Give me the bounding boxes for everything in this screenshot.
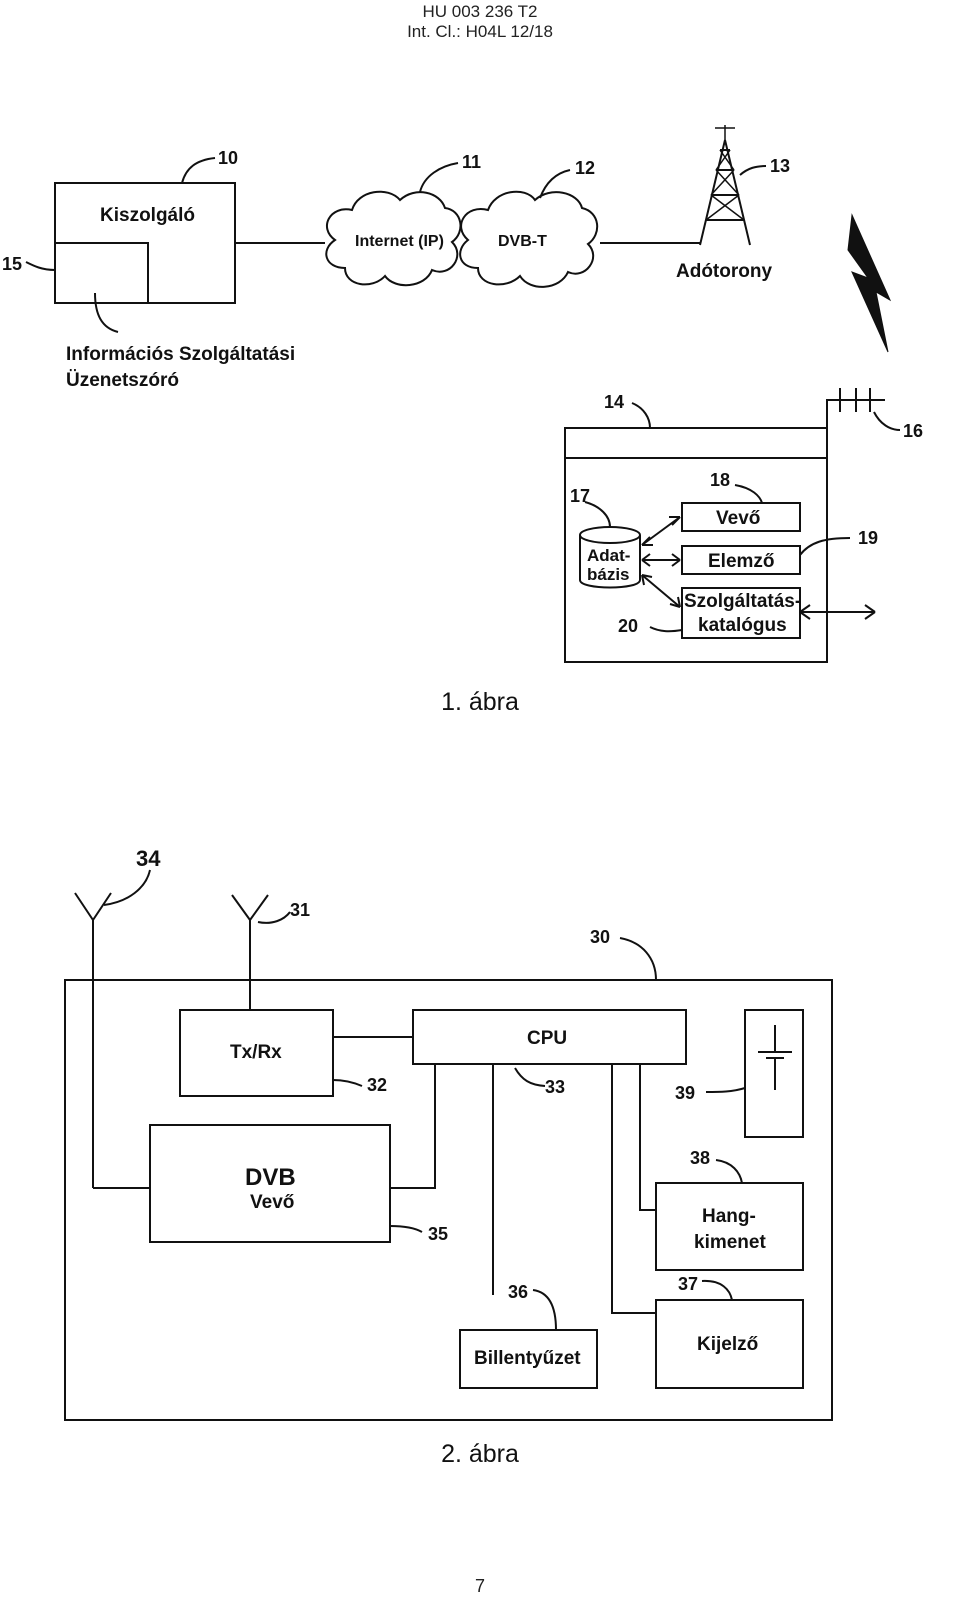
- broadcaster-leader: [94, 292, 119, 333]
- ref-18: 18: [710, 470, 730, 490]
- ref-10: 10: [218, 148, 238, 168]
- receiver-box: [681, 502, 801, 532]
- db-label-1: Adat-: [587, 546, 630, 565]
- ref-39: 39: [675, 1083, 695, 1103]
- battery-icon: [758, 1025, 792, 1090]
- link-dvb-cpu: [390, 1064, 436, 1189]
- server-label: Kiszolgáló: [100, 205, 195, 226]
- ref-17-leader: [584, 501, 611, 528]
- link-cpu-display: [611, 1064, 656, 1314]
- ref-33-leader: [514, 1067, 546, 1087]
- catalog-external-arrow: [799, 604, 876, 620]
- audio-output-box: [655, 1182, 804, 1271]
- ref-35: 35: [428, 1224, 448, 1244]
- ref-19: 19: [858, 528, 878, 548]
- catalog-label-2: katalógus: [698, 615, 787, 636]
- ref-38-leader: [715, 1159, 743, 1184]
- ref-36-leader: [532, 1289, 557, 1331]
- fig2-caption: 2. ábra: [441, 1440, 519, 1468]
- dvb-label-2: Vevő: [250, 1192, 294, 1213]
- txrx-label: Tx/Rx: [230, 1042, 282, 1063]
- dvbt-cloud: [459, 190, 598, 288]
- ref-11-leader: [419, 162, 459, 193]
- ref-37: 37: [678, 1274, 698, 1294]
- display-box: [655, 1299, 804, 1389]
- fig1-caption: 1. ábra: [441, 688, 519, 716]
- ref-16: 16: [903, 421, 923, 441]
- ref-10-leader: [181, 157, 216, 184]
- ref-30: 30: [590, 927, 610, 947]
- tower-icon: [699, 125, 751, 246]
- ref-15: 15: [2, 254, 22, 274]
- ref-13-leader: [739, 165, 767, 176]
- tower-label: Adótorony: [676, 261, 772, 282]
- broadcaster-label-2: Üzenetszóró: [66, 370, 179, 391]
- catalog-label-1: Szolgáltatás-: [684, 591, 801, 612]
- parser-label: Elemző: [708, 551, 775, 572]
- ref-38: 38: [690, 1148, 710, 1168]
- display-label: Kijelző: [697, 1334, 758, 1355]
- header-doc-id: HU 003 236 T2: [422, 2, 538, 21]
- broadcaster-label-1: Információs Szolgáltatási: [66, 344, 295, 365]
- db-arrows: [641, 516, 681, 608]
- internet-cloud: [325, 190, 462, 287]
- ref-32-leader: [332, 1079, 363, 1087]
- internet-label: Internet (IP): [355, 233, 444, 250]
- antenna-34-icon: [74, 892, 112, 1188]
- audio-label-1: Hang-: [702, 1206, 756, 1227]
- cpu-label: CPU: [527, 1028, 567, 1049]
- dvbt-label: DVB-T: [498, 233, 547, 250]
- antenna-icon: [826, 388, 885, 428]
- ref-35-leader: [389, 1225, 423, 1233]
- ref-37-leader: [701, 1279, 733, 1301]
- txrx-box: [179, 1009, 334, 1097]
- ref-16-leader: [873, 411, 901, 431]
- ref-17: 17: [570, 486, 590, 506]
- antenna-31-icon: [231, 894, 269, 1010]
- keyboard-label: Billentyűzet: [474, 1348, 581, 1369]
- link-cpu-audio: [639, 1064, 656, 1211]
- ref-32: 32: [367, 1075, 387, 1095]
- audio-label-2: kimenet: [694, 1232, 766, 1253]
- ref-12-leader: [539, 169, 571, 199]
- ref-34-leader: [103, 869, 151, 906]
- cpu-box: [412, 1009, 687, 1065]
- ref-18-leader: [734, 484, 763, 504]
- header-int-cl: Int. Cl.: H04L 12/18: [407, 22, 553, 41]
- ref-14: 14: [604, 392, 624, 412]
- ref-36: 36: [508, 1282, 528, 1302]
- keyboard-box: [459, 1329, 598, 1389]
- ref-34: 34: [136, 846, 161, 871]
- parser-box: [681, 545, 801, 575]
- dvb-receiver-box: [149, 1124, 391, 1243]
- page-number: 7: [474, 1576, 485, 1596]
- receiver-label: Vevő: [716, 508, 760, 529]
- ref-13: 13: [770, 156, 790, 176]
- ref-19-leader: [799, 537, 851, 556]
- ref-11: 11: [462, 152, 481, 172]
- ref-15-leader: [25, 261, 56, 271]
- ref-20: 20: [618, 616, 638, 636]
- ref-31-leader: [257, 911, 291, 924]
- ref-30-leader: [619, 937, 657, 981]
- ref-14-leader: [631, 402, 651, 429]
- broadcaster-box: [55, 242, 149, 303]
- ref-31: 31: [290, 900, 310, 920]
- ref-20-leader: [649, 626, 683, 633]
- database-icon: [579, 526, 641, 589]
- wireless-signal-icon: [847, 213, 892, 353]
- ref-33: 33: [545, 1077, 565, 1097]
- ref-39-leader: [705, 1087, 746, 1093]
- dvb-label-1: DVB: [245, 1164, 296, 1191]
- db-label-2: bázis: [587, 565, 630, 584]
- ref-12: 12: [575, 158, 595, 178]
